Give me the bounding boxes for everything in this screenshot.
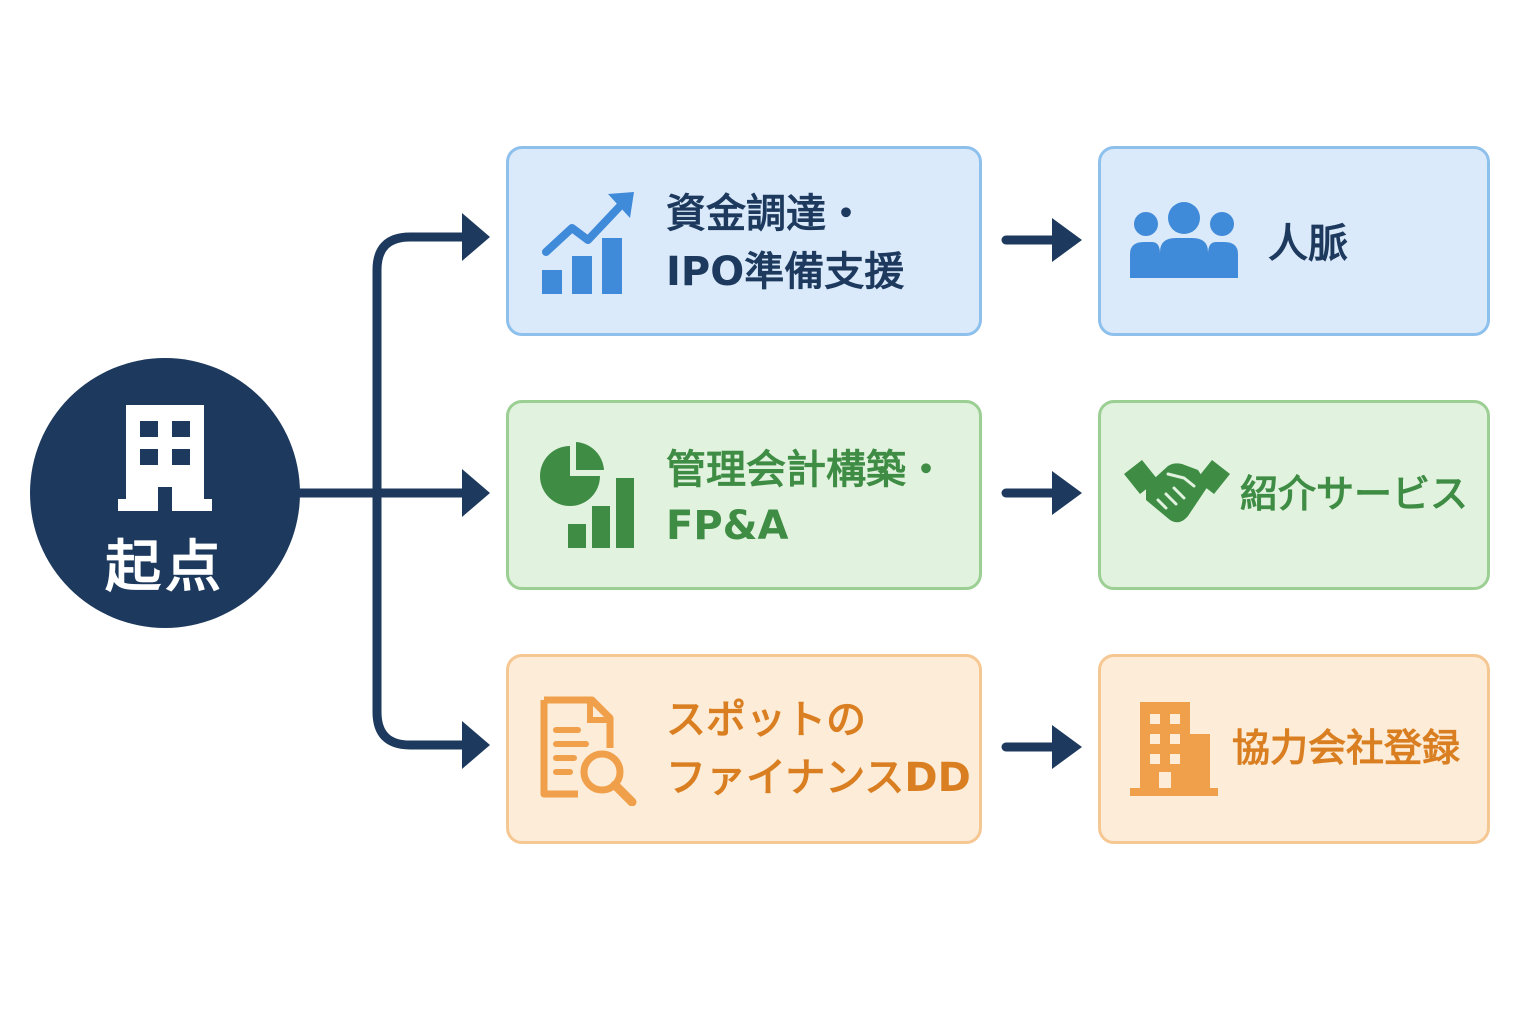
outcome-label-referral: 紹介サービス bbox=[1240, 472, 1469, 516]
branch-line-top bbox=[295, 232, 473, 498]
service-label-management-accounting-line1: 管理会計構築・ bbox=[666, 447, 946, 493]
arrowhead-3 bbox=[1052, 725, 1082, 769]
branch-line-bottom bbox=[372, 488, 473, 750]
office-building-icon bbox=[1130, 702, 1218, 796]
service-label-finance-dd-line2: ファイナンスDD bbox=[666, 755, 971, 801]
people-icon bbox=[1130, 202, 1238, 278]
origin-node bbox=[30, 358, 300, 628]
arrowhead-top bbox=[462, 213, 490, 261]
arrowhead-middle bbox=[462, 469, 490, 517]
growth-chart-icon bbox=[542, 192, 634, 294]
outcome-label-network: 人脈 bbox=[1268, 221, 1348, 267]
arrowhead-bottom bbox=[462, 721, 490, 769]
service-box-finance-dd bbox=[506, 654, 982, 844]
arrowhead-1 bbox=[1052, 218, 1082, 262]
building-icon bbox=[118, 405, 212, 511]
service-label-management-accounting-line2: FP&A bbox=[666, 503, 789, 549]
document-search-icon bbox=[540, 696, 637, 806]
service-label-funding-line1: 資金調達・ bbox=[666, 191, 866, 237]
arrowhead-2 bbox=[1052, 471, 1082, 515]
outcome-label-partner-registration: 協力会社登録 bbox=[1232, 726, 1461, 770]
outcome-box-network bbox=[1098, 146, 1490, 336]
origin-label: 起点 bbox=[105, 535, 225, 600]
handshake-icon bbox=[1124, 460, 1230, 523]
service-label-funding-line2: IPO準備支援 bbox=[666, 249, 905, 295]
pie-bar-chart-icon bbox=[540, 442, 634, 548]
service-label-finance-dd-line1: スポットの bbox=[666, 697, 866, 743]
